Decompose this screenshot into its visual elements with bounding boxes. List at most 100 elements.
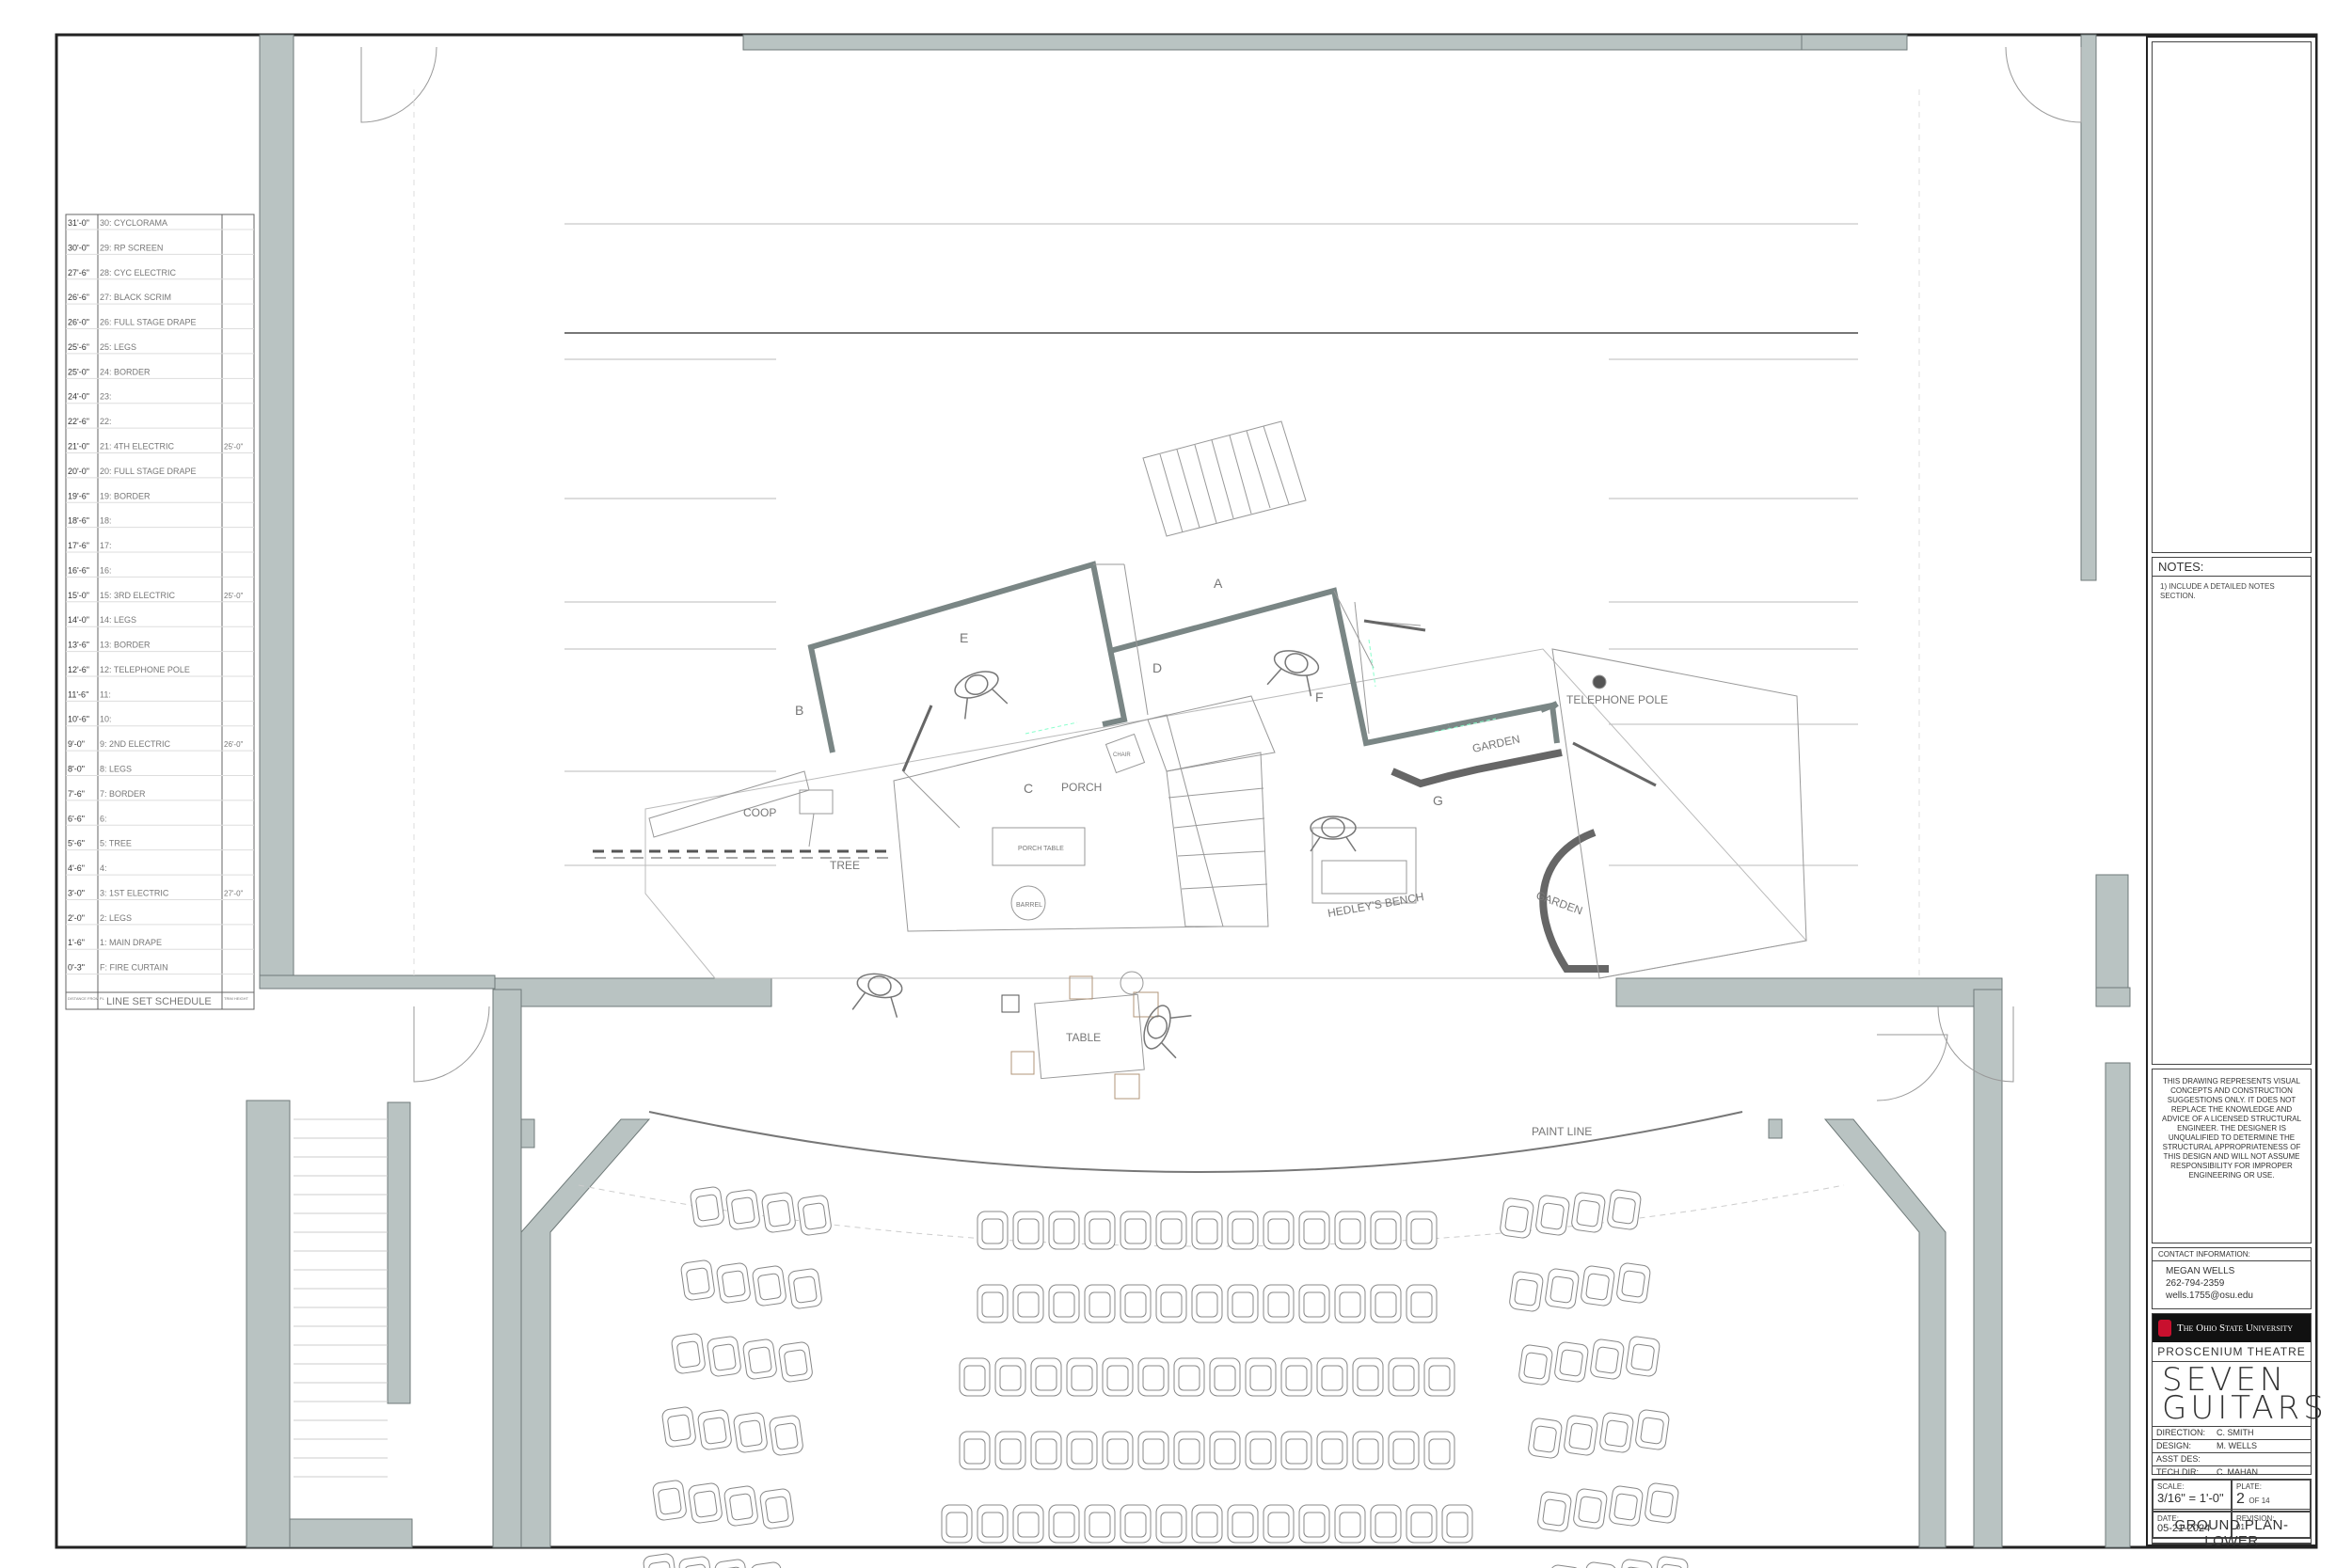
lineset-distance: 27'-6"	[68, 268, 89, 277]
seat	[1245, 1357, 1277, 1397]
contact-name: MEGAN WELLS	[2166, 1266, 2235, 1276]
seat	[742, 1338, 777, 1380]
plate-label: PLATE:	[2236, 1482, 2262, 1491]
seat	[959, 1357, 991, 1397]
lineset-name: 25: LEGS	[100, 342, 136, 352]
lineset-distance: 12'-6"	[68, 665, 89, 674]
seat	[1012, 1211, 1044, 1250]
seat	[1635, 1409, 1670, 1450]
seat	[725, 1189, 760, 1230]
sheet-title: GROUND PLAN-LOWER	[2174, 1517, 2289, 1549]
seat	[1334, 1284, 1366, 1323]
seat	[1370, 1211, 1402, 1250]
seat	[1607, 1189, 1642, 1230]
revision-cell: REVISION: 01	[2232, 1512, 2311, 1538]
seat	[1654, 1556, 1689, 1568]
label-d: D	[1152, 660, 1162, 675]
notes-list: 1) INCLUDE A DETAILED NOTES SECTION.	[2153, 577, 2311, 607]
seat	[761, 1192, 796, 1233]
lineset-lines	[413, 89, 1920, 978]
seat	[1316, 1431, 1348, 1470]
seat	[1137, 1357, 1169, 1397]
scale-cell: SCALE: 3/16" = 1'-0"	[2153, 1480, 2232, 1512]
seat	[643, 1553, 677, 1568]
lineset-distance: 4'-6"	[68, 863, 85, 873]
seat	[1191, 1284, 1223, 1323]
seat	[1280, 1357, 1312, 1397]
lineset-name: 17:	[100, 541, 112, 550]
lineset-name: 19: BORDER	[100, 491, 151, 500]
lineset-name: 16:	[100, 565, 112, 575]
seat	[1564, 1415, 1598, 1456]
lineset-distance: 16'-6"	[68, 565, 89, 575]
lineset-name: 22:	[100, 417, 112, 426]
lineset-distance: 3'-0"	[68, 888, 85, 897]
lineset-distance: 8'-0"	[68, 765, 85, 774]
production-box: The Ohio State University PROSCENIUM THE…	[2152, 1313, 2328, 1477]
seat	[1084, 1211, 1116, 1250]
note-item: 1) INCLUDE A DETAILED NOTES SECTION.	[2160, 582, 2275, 600]
seat	[723, 1485, 758, 1527]
lineset-distance: 1'-6"	[68, 938, 85, 947]
lineset-name: 2: LEGS	[100, 913, 132, 923]
label-b: B	[795, 703, 803, 718]
seat	[1388, 1357, 1420, 1397]
credit-tech: TECH DIR:C. MAHAN	[2153, 1465, 2311, 1479]
lineset-name: 27: BLACK SCRIM	[100, 293, 171, 302]
seat	[1352, 1431, 1384, 1470]
seat	[1582, 1561, 1617, 1568]
seat	[1518, 1344, 1553, 1386]
contact-email: wells.1755@osu.edu	[2166, 1291, 2253, 1301]
seat	[1227, 1211, 1259, 1250]
notes-heading: NOTES:	[2153, 558, 2311, 577]
seat	[1137, 1431, 1169, 1470]
seat	[1298, 1284, 1330, 1323]
seat	[750, 1561, 785, 1568]
label-porch: PORCH	[1061, 781, 1102, 794]
seat	[1012, 1284, 1044, 1323]
seat	[1155, 1284, 1187, 1323]
seat	[1535, 1195, 1570, 1236]
seat	[1590, 1338, 1625, 1380]
seat	[690, 1186, 724, 1227]
lineset-trim: 27'-0"	[224, 889, 244, 897]
seat	[1423, 1357, 1455, 1397]
show-title-line-2: GUITARS	[2162, 1389, 2328, 1427]
seat	[1191, 1211, 1223, 1250]
seat	[1048, 1284, 1080, 1323]
seat	[1084, 1284, 1116, 1323]
seat	[1173, 1431, 1205, 1470]
seat	[1599, 1412, 1634, 1453]
lineset-distance: 17'-6"	[68, 541, 89, 550]
direction-label: DIRECTION:	[2156, 1428, 2206, 1437]
theatre-walls	[246, 34, 2131, 1548]
label-e: E	[960, 630, 968, 645]
lineset-distance: 5'-6"	[68, 839, 85, 848]
seat	[1227, 1284, 1259, 1323]
seat	[1030, 1357, 1062, 1397]
seat	[1298, 1504, 1330, 1544]
seat	[1500, 1197, 1534, 1239]
contact-heading: CONTACT INFORMATION:	[2153, 1248, 2311, 1261]
seat	[1370, 1284, 1402, 1323]
scale-label: SCALE:	[2157, 1482, 2185, 1491]
label-coop: COOP	[743, 806, 776, 819]
seat	[977, 1504, 1009, 1544]
direction-value: C. SMITH	[2217, 1428, 2254, 1437]
show-title-line-1: SEVEN	[2162, 1361, 2288, 1399]
scale-value: 3/16" = 1'-0"	[2157, 1491, 2224, 1505]
label-c: C	[1024, 781, 1033, 796]
seat	[769, 1415, 803, 1456]
label-a: A	[1214, 576, 1223, 591]
lineset-name: 28: CYC ELECTRIC	[100, 268, 177, 277]
seat	[1102, 1357, 1134, 1397]
seat	[1209, 1357, 1241, 1397]
contact-details: MEGAN WELLS 262-794-2359 wells.1755@osu.…	[2153, 1261, 2311, 1306]
seat	[697, 1409, 732, 1450]
actor-figures	[851, 650, 1357, 1059]
lineset-distance: 7'-6"	[68, 789, 85, 799]
university-name: The Ohio State University	[2177, 1323, 2293, 1334]
revision-value: 01	[2236, 1523, 2245, 1531]
design-label: DESIGN:	[2156, 1441, 2192, 1450]
